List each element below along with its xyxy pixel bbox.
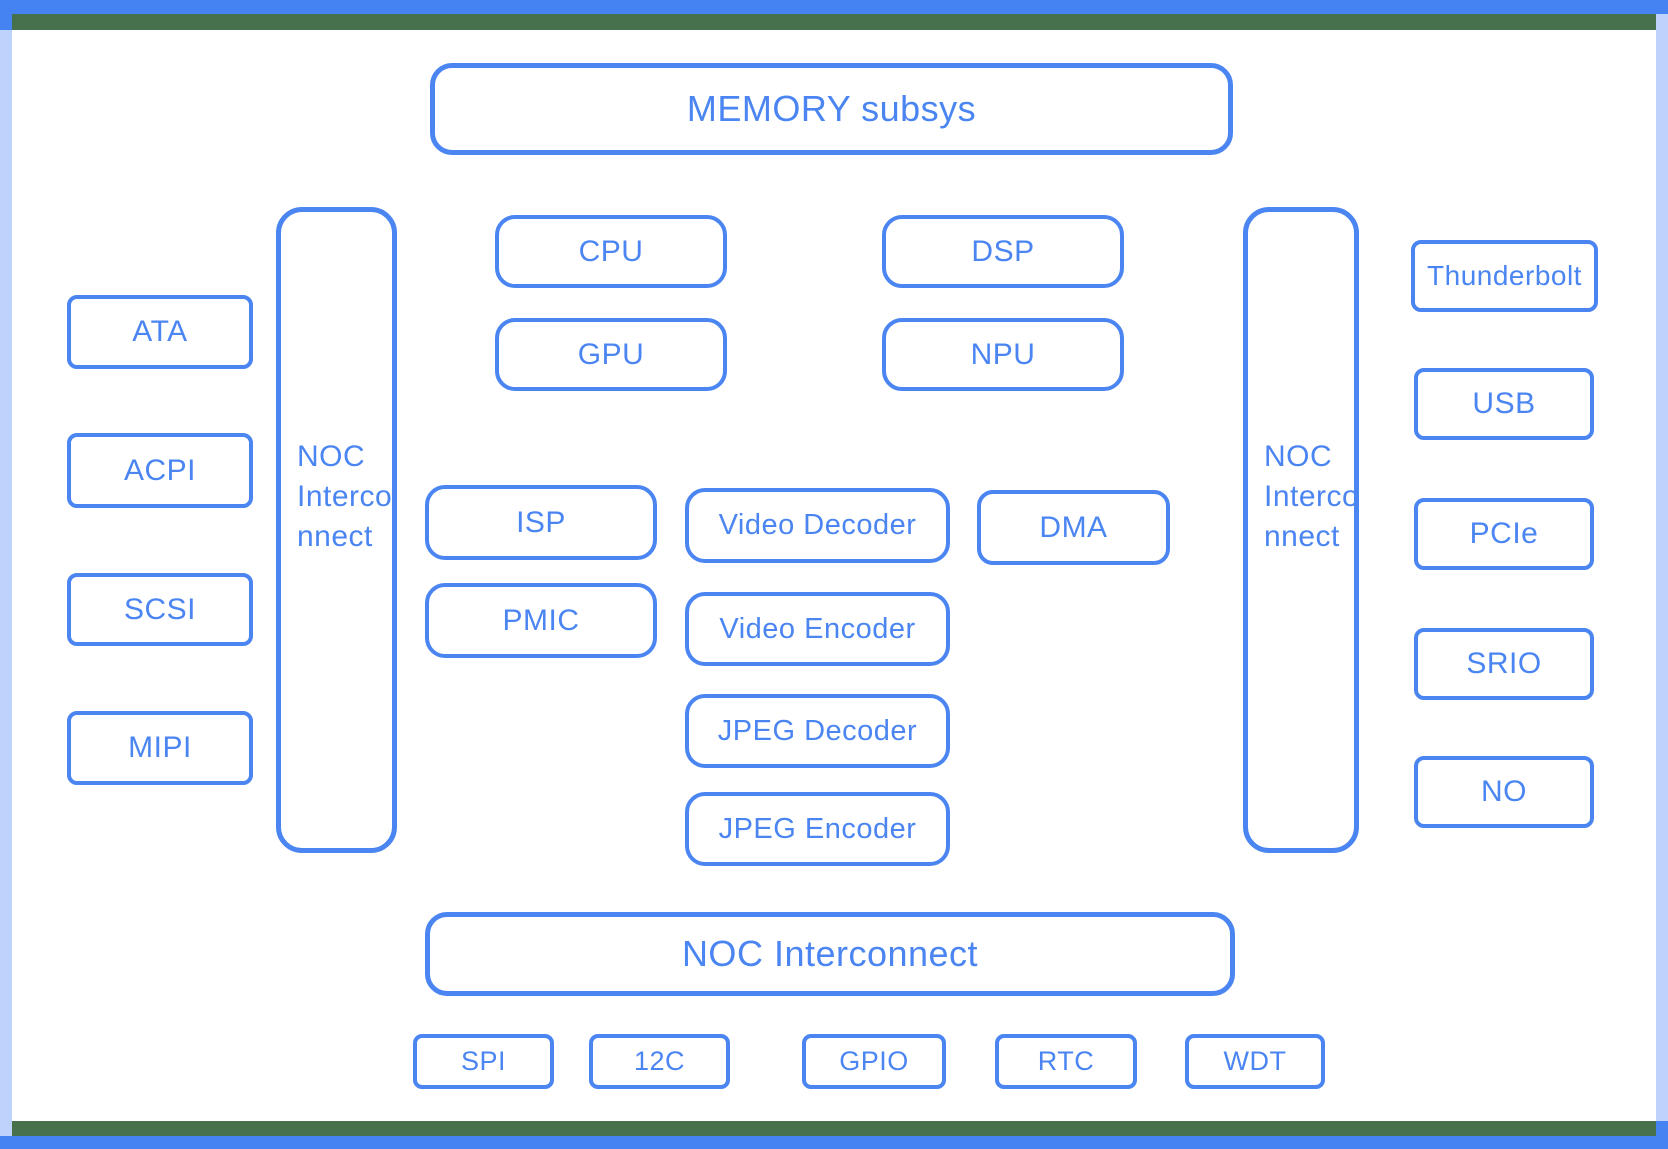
frame-top-blue-bar	[0, 0, 1668, 14]
block-jpeg-encoder: JPEG Encoder	[685, 792, 950, 866]
frame-right-lightblue-bar	[1656, 14, 1668, 1121]
noc-right-line1: NOC	[1264, 440, 1333, 473]
block-wdt: WDT	[1185, 1034, 1325, 1089]
block-noc-interconnect-left: NOC Interco nnect	[276, 207, 397, 853]
block-spi: SPI	[413, 1034, 554, 1089]
block-pmic: PMIC	[425, 583, 657, 658]
block-scsi: SCSI	[67, 573, 253, 646]
noc-left-line2: Interco	[297, 480, 393, 513]
block-acpi: ACPI	[67, 433, 253, 508]
noc-right-line3: nnect	[1264, 520, 1340, 553]
block-video-encoder: Video Encoder	[685, 592, 950, 666]
block-mipi: MIPI	[67, 711, 253, 785]
block-noc-interconnect-bottom: NOC Interconnect	[425, 912, 1235, 996]
block-video-decoder: Video Decoder	[685, 488, 950, 563]
block-no: NO	[1414, 756, 1594, 828]
frame-left-lightblue-bar	[0, 30, 12, 1136]
block-noc-interconnect-right: NOC Interco nnect	[1243, 207, 1359, 853]
frame-bottom-blue-bar	[0, 1136, 1668, 1149]
block-dma: DMA	[977, 490, 1170, 565]
noc-left-line1: NOC	[297, 440, 366, 473]
block-jpeg-decoder: JPEG Decoder	[685, 694, 950, 768]
block-memory-subsys: MEMORY subsys	[430, 63, 1233, 155]
block-srio: SRIO	[1414, 628, 1594, 700]
noc-right-line2: Interco	[1264, 480, 1360, 513]
block-12c: 12C	[589, 1034, 730, 1089]
frame-corner-top-left	[0, 14, 12, 30]
block-usb: USB	[1414, 368, 1594, 440]
block-isp: ISP	[425, 485, 657, 560]
block-npu: NPU	[882, 318, 1124, 391]
block-thunderbolt: Thunderbolt	[1411, 240, 1598, 312]
block-ata: ATA	[67, 295, 253, 369]
block-gpu: GPU	[495, 318, 727, 391]
noc-left-line3: nnect	[297, 520, 373, 553]
block-gpio: GPIO	[802, 1034, 946, 1089]
frame-bottom-green-bar	[12, 1121, 1656, 1136]
block-cpu: CPU	[495, 215, 727, 288]
block-rtc: RTC	[995, 1034, 1137, 1089]
frame-corner-bottom-right	[1656, 1121, 1668, 1136]
block-dsp: DSP	[882, 215, 1124, 288]
block-pcie: PCIe	[1414, 498, 1594, 570]
frame-top-green-bar	[12, 14, 1656, 30]
